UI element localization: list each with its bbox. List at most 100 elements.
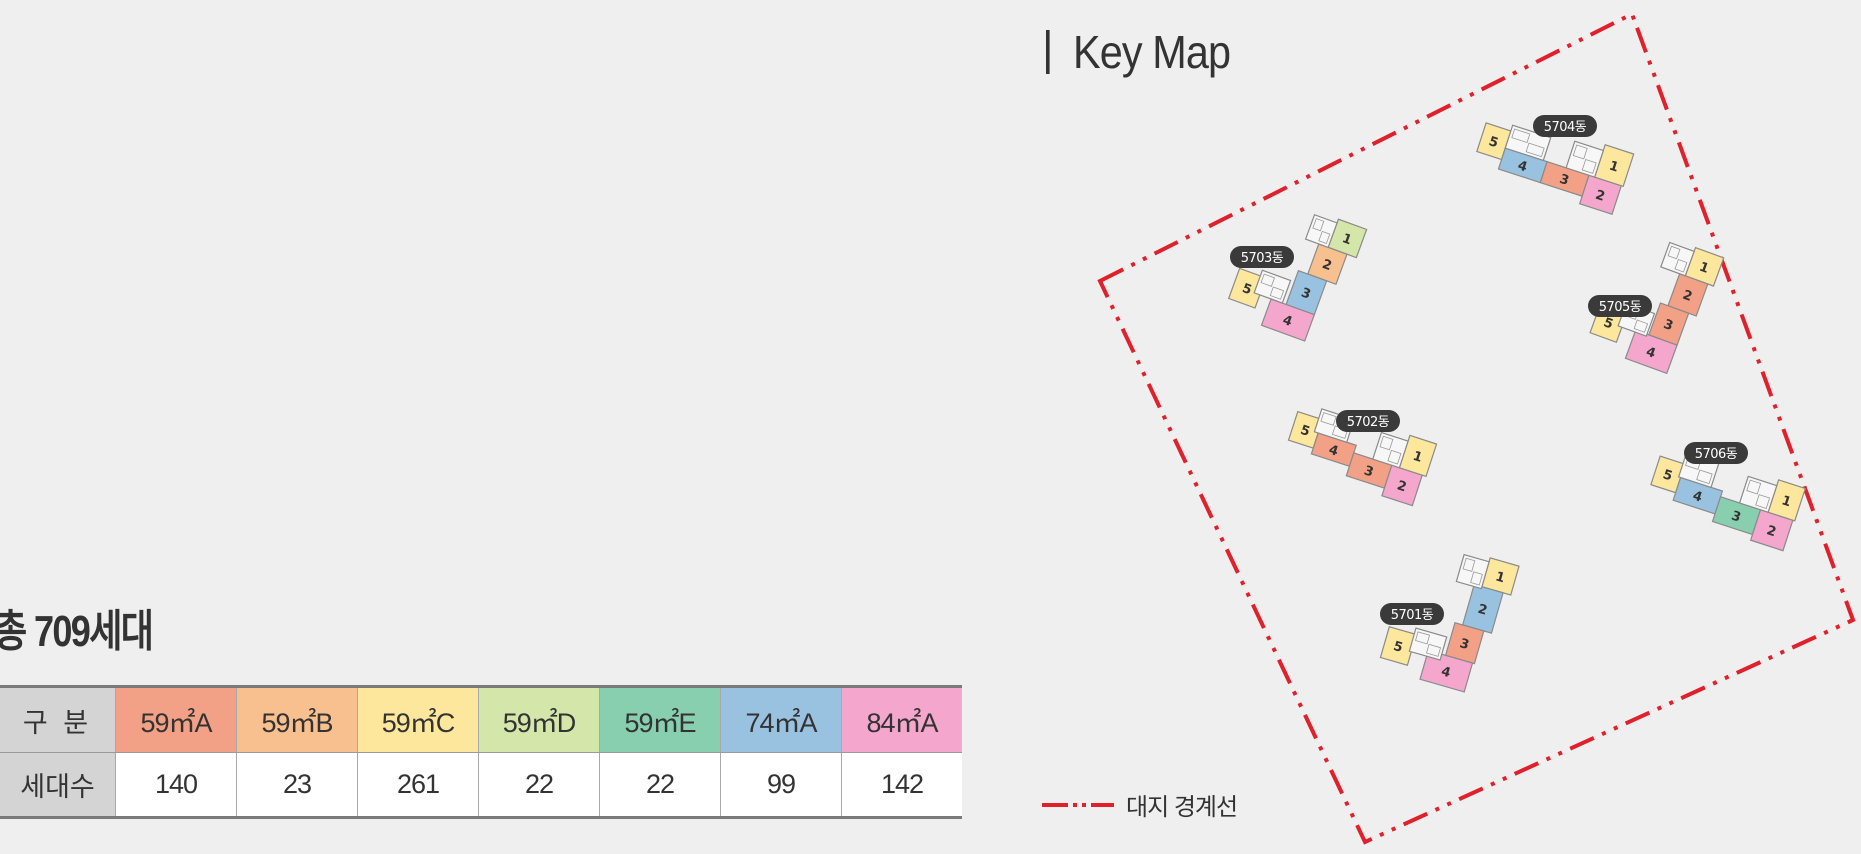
- elevator-mark: [1633, 319, 1649, 333]
- elevator-mark: [1426, 643, 1442, 657]
- stair-mark: [1260, 273, 1276, 287]
- table-count-row: 세대수 140 23 261 22 22 99 142: [0, 752, 962, 818]
- type-74a-count: 99: [720, 752, 842, 818]
- building-label: 5702동: [1336, 410, 1400, 432]
- table-count-label: 세대수: [0, 752, 116, 818]
- building-label: 5703동: [1230, 246, 1294, 268]
- building-label-text: 5701동: [1391, 608, 1434, 623]
- building-label: 5701동: [1380, 603, 1444, 625]
- unit-type-table: 구 분 59㎡A 59㎡B 59㎡C 59㎡D 59㎡E 74㎡A 84㎡A 세…: [0, 685, 962, 819]
- building-label-text: 5704동: [1544, 120, 1587, 135]
- unit-number: 4: [1327, 442, 1340, 459]
- boundary-line-legend-icon: [1042, 802, 1114, 807]
- core-block: [1304, 213, 1338, 249]
- building-label: 5706동: [1684, 442, 1748, 464]
- type-59b-header: 59㎡B: [236, 686, 358, 753]
- building: 54 3 21: [1287, 408, 1438, 507]
- unit-number: 5: [1392, 639, 1405, 656]
- elevator-mark: [1318, 230, 1331, 245]
- unit-block: [1260, 298, 1316, 342]
- stair-mark: [1312, 218, 1325, 232]
- elevator-mark: [1581, 158, 1597, 174]
- unit-number: 2: [1765, 523, 1778, 540]
- keymap-title: Key Map: [1046, 22, 1231, 82]
- stair-mark: [1572, 144, 1588, 160]
- elevator-mark: [1470, 571, 1483, 586]
- type-59c-count: 261: [357, 752, 479, 818]
- type-59b-count: 23: [236, 752, 358, 818]
- unit-number: 4: [1691, 489, 1704, 506]
- building-label: 5704동: [1533, 115, 1597, 137]
- building: 54 3 21: [1650, 451, 1807, 552]
- table-header-row: 구 분 59㎡A 59㎡B 59㎡C 59㎡D 59㎡E 74㎡A 84㎡A: [0, 686, 962, 753]
- elevator-mark: [1269, 286, 1285, 300]
- building-label-text: 5705동: [1599, 300, 1642, 315]
- table-header-label: 구 분: [0, 686, 116, 753]
- unit-number: 2: [1593, 188, 1606, 205]
- building-label-pill: [1380, 603, 1444, 625]
- type-59a-header: 59㎡A: [115, 686, 237, 753]
- elevator-mark: [1387, 449, 1402, 465]
- type-84a-count: 142: [841, 752, 962, 818]
- stair-mark: [1415, 631, 1431, 645]
- type-59e-count: 22: [599, 752, 721, 818]
- unit-number: 2: [1476, 602, 1489, 619]
- stair-mark: [1462, 557, 1476, 572]
- type-59c-header: 59㎡C: [357, 686, 479, 753]
- building-label-pill: [1684, 442, 1748, 464]
- total-units-title: 총 709세대: [0, 607, 154, 656]
- building-label-pill: [1336, 410, 1400, 432]
- stair-mark: [1667, 245, 1681, 260]
- building: 54 3 21: [1476, 122, 1635, 216]
- unit-number: 4: [1516, 158, 1529, 175]
- unit-number: 3: [1362, 463, 1375, 480]
- type-59a-count: 140: [115, 752, 237, 818]
- stair-mark: [1746, 479, 1762, 495]
- elevator-mark: [1696, 469, 1713, 485]
- unit-number: 3: [1458, 636, 1471, 653]
- building-label-pill: [1533, 115, 1597, 137]
- stair-mark: [1511, 128, 1531, 144]
- type-59d-header: 59㎡D: [478, 686, 600, 753]
- unit-number: 1: [1494, 569, 1507, 586]
- type-84a-header: 84㎡A: [841, 686, 962, 753]
- building-label-text: 5706동: [1695, 447, 1738, 462]
- unit-number: 4: [1439, 664, 1452, 681]
- site-boundary: [1097, 11, 1856, 845]
- title-bar-divider: [1046, 30, 1050, 74]
- keymap-title-text: Key Map: [1073, 26, 1231, 78]
- unit-number: 2: [1395, 478, 1408, 495]
- core-block: [1253, 269, 1292, 304]
- elevator-mark: [1674, 258, 1688, 273]
- building-label-pill: [1230, 246, 1294, 268]
- unit-number: 5: [1487, 134, 1500, 151]
- elevator-mark: [1755, 494, 1771, 509]
- type-59d-count: 22: [478, 752, 600, 818]
- unit-number: 1: [1411, 449, 1424, 466]
- building-label-pill: [1588, 295, 1652, 317]
- type-59e-header: 59㎡E: [599, 686, 721, 753]
- stair-mark: [1379, 435, 1394, 451]
- unit-number: 1: [1780, 493, 1793, 510]
- unit-number: 5: [1661, 467, 1674, 484]
- unit-block: [1419, 649, 1474, 693]
- stair-mark: [1320, 412, 1337, 426]
- elevator-mark: [1525, 142, 1545, 158]
- unit-number: 3: [1558, 172, 1571, 189]
- core-block: [1408, 627, 1448, 661]
- unit-number: 5: [1298, 423, 1311, 440]
- type-74a-header: 74㎡A: [720, 686, 842, 753]
- unit-block: [1624, 329, 1678, 375]
- core-block: [1660, 241, 1695, 277]
- unit-number: 3: [1729, 509, 1742, 526]
- legend-label: 대지 경계선: [1126, 794, 1238, 821]
- legend: 대지 경계선: [1042, 787, 1238, 822]
- building-label-text: 5702동: [1347, 415, 1390, 430]
- building-label: 5705동: [1588, 295, 1652, 317]
- building-label-text: 5703동: [1241, 251, 1284, 266]
- unit-number: 1: [1607, 158, 1620, 175]
